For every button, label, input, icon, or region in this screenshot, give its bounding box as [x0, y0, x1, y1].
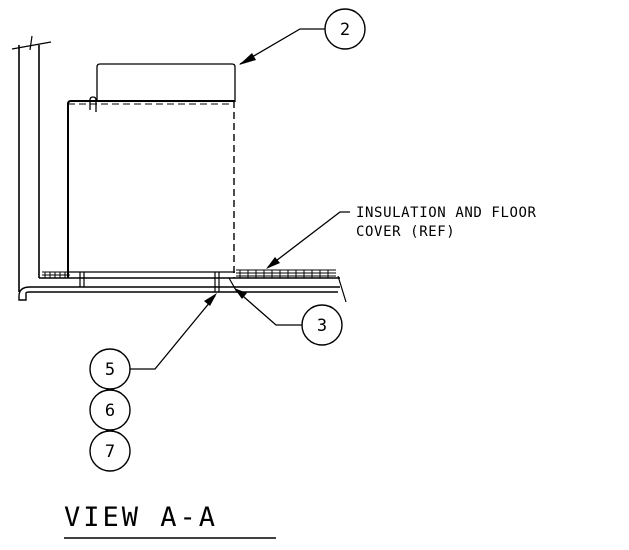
callout-5: 5 [89, 293, 217, 390]
view-title: VIEW A-A [64, 502, 276, 539]
callout-5-leader [130, 295, 216, 370]
insulation-note-line1: INSULATION AND FLOOR [356, 205, 537, 221]
callout-2-arrowhead [239, 53, 256, 65]
callout-3: 3 [234, 288, 343, 346]
callout-6-label: 6 [105, 401, 115, 421]
insulation-hatch-left [42, 271, 70, 278]
side-wall [11, 35, 52, 292]
insulation-note-leader [267, 211, 350, 268]
callout-7: 7 [89, 430, 131, 472]
insulation-hatch-right [236, 269, 336, 278]
callout-3-label: 3 [317, 316, 327, 336]
insulation-note-arrowhead [266, 257, 280, 269]
insulation-note-line2: COVER (REF) [356, 224, 455, 240]
callout-2: 2 [239, 8, 366, 65]
callout-7-bubble [89, 430, 131, 472]
insulation-note: INSULATION AND FLOOR COVER (REF) [266, 205, 537, 269]
callout-6-bubble [89, 389, 131, 431]
callout-7-label: 7 [105, 442, 115, 462]
callout-5-label: 5 [105, 360, 115, 380]
view-title-text: VIEW A-A [64, 502, 218, 533]
floor-structure [18, 275, 347, 303]
callout-2-leader [239, 28, 325, 65]
callout-3-leader [235, 289, 302, 326]
callout-6: 6 [89, 389, 131, 431]
callout-2-label: 2 [340, 20, 350, 40]
cabinet-box [67, 63, 238, 293]
callout-3-arrowhead [234, 288, 247, 299]
callout-5-arrowhead [204, 293, 217, 306]
